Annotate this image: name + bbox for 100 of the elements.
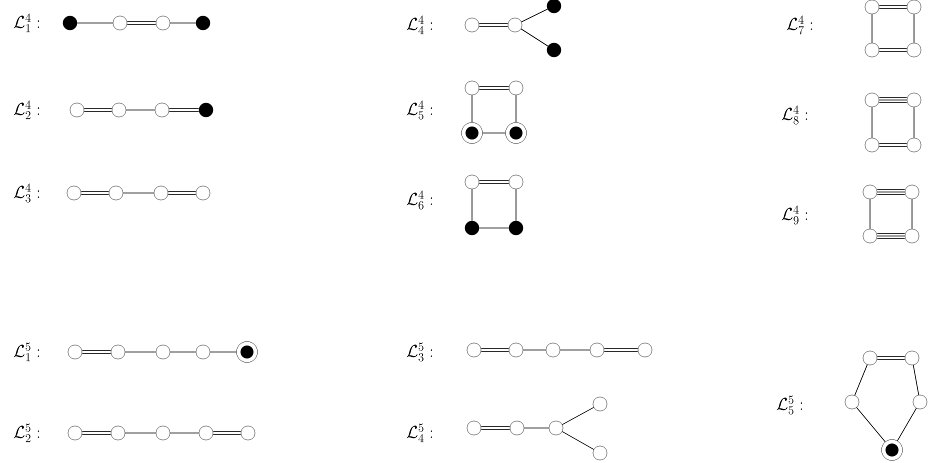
line	[562, 431, 594, 450]
line	[480, 426, 510, 427]
diagram-label: $\mathcal{L}_3^5 :$	[406, 342, 432, 362]
open-circle	[864, 92, 880, 108]
open-circle	[904, 184, 920, 200]
line	[84, 108, 112, 109]
line	[478, 89, 510, 90]
open-circle	[70, 102, 84, 118]
line	[82, 431, 112, 432]
ringed-dot	[461, 122, 483, 144]
line	[76, 22, 114, 24]
open-circle	[862, 228, 878, 244]
line	[80, 191, 110, 192]
line	[604, 348, 638, 349]
filled-dot	[198, 102, 214, 118]
filled-dot	[62, 16, 78, 30]
open-circle	[904, 228, 920, 244]
open-circle	[112, 102, 126, 118]
line	[876, 194, 906, 195]
open-circle	[240, 426, 256, 440]
line	[80, 194, 110, 195]
open-circle	[196, 186, 210, 200]
line	[876, 233, 906, 234]
diagram-label: $\mathcal{L}_5^4 :$	[406, 100, 432, 120]
ringed-dot	[881, 439, 903, 461]
open-circle	[638, 342, 652, 358]
diagram-label: $\mathcal{L}_4^5 :$	[406, 424, 432, 442]
line	[520, 28, 548, 47]
open-circle	[592, 446, 608, 460]
open-circle	[112, 16, 128, 30]
ringed-dot	[236, 341, 258, 363]
open-circle	[464, 18, 480, 32]
line	[82, 350, 112, 351]
line	[878, 51, 908, 52]
line	[912, 364, 920, 396]
diagram-label: $\mathcal{L}_8^4 :$	[782, 106, 808, 124]
line	[604, 351, 638, 352]
open-circle	[844, 394, 860, 410]
line	[126, 21, 156, 22]
open-circle	[156, 426, 170, 440]
line	[84, 111, 112, 112]
open-circle	[464, 80, 480, 96]
line	[521, 8, 548, 22]
filled-dot	[546, 42, 562, 58]
line	[478, 180, 510, 181]
open-circle	[906, 138, 922, 152]
line	[122, 192, 154, 194]
line	[478, 183, 510, 184]
filled-dot	[196, 16, 210, 30]
open-circle	[156, 16, 170, 30]
line	[878, 102, 908, 103]
diagram-label: $\mathcal{L}_4^4 :$	[406, 16, 432, 34]
line	[856, 407, 886, 442]
line	[876, 356, 906, 357]
line	[126, 24, 156, 25]
diagram-label: $\mathcal{L}_1^4 :$	[14, 14, 40, 32]
open-circle	[108, 186, 124, 200]
diagram-label: $\mathcal{L}_9^4 :$	[782, 206, 808, 224]
open-circle	[464, 174, 480, 190]
open-circle	[68, 426, 82, 440]
open-circle	[508, 174, 524, 190]
line	[876, 238, 906, 239]
line	[854, 364, 868, 396]
open-circle	[466, 420, 482, 436]
open-circle	[466, 342, 482, 358]
line	[478, 23, 508, 24]
line	[82, 353, 112, 354]
line	[878, 97, 908, 98]
line	[480, 348, 510, 349]
line	[168, 194, 196, 195]
line	[878, 143, 908, 144]
diagram-label: $\mathcal{L}_2^5 :$	[14, 424, 40, 442]
open-circle	[590, 342, 604, 358]
open-circle	[912, 394, 928, 410]
open-circle	[66, 186, 82, 200]
open-circle	[862, 184, 878, 200]
line	[170, 22, 196, 24]
diagram-label: $\mathcal{L}_3^4 :$	[14, 184, 40, 202]
line	[212, 434, 242, 435]
line	[124, 432, 156, 434]
open-circle	[508, 80, 524, 96]
line	[897, 408, 917, 442]
open-circle	[546, 342, 560, 358]
line	[170, 432, 200, 434]
line	[168, 111, 200, 112]
open-circle	[110, 426, 126, 440]
open-circle	[508, 18, 522, 32]
diagram-label: $\mathcal{L}_6^4 :$	[406, 190, 432, 210]
open-circle	[510, 420, 524, 436]
line	[876, 189, 906, 190]
line	[562, 407, 594, 425]
open-circle	[196, 344, 210, 360]
open-circle	[864, 138, 880, 152]
line	[480, 351, 510, 352]
open-circle	[906, 42, 922, 58]
diagram-label: $\mathcal{L}_5^5 :$	[776, 396, 802, 414]
line	[478, 26, 508, 27]
line	[168, 108, 200, 109]
open-circle	[110, 344, 126, 360]
line	[212, 431, 242, 432]
